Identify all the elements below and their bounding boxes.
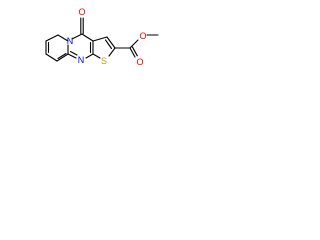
atom-label-oxygen: O	[139, 31, 146, 41]
bond	[67, 53, 77, 59]
bond	[45, 53, 58, 62]
atom-label-sulfur: S	[101, 56, 107, 66]
bond	[85, 53, 94, 59]
bond	[108, 47, 116, 57]
atom-label-nitrogen: N	[78, 55, 85, 65]
pyrimidinone-ring	[67, 17, 94, 59]
bond	[69, 50, 78, 56]
bond	[92, 36, 108, 42]
bond	[106, 36, 116, 49]
atom-label-oxygen: O	[78, 7, 85, 17]
bond	[104, 39, 113, 50]
bond	[129, 39, 139, 49]
bond	[45, 34, 59, 42]
bond	[81, 33, 94, 42]
bond	[129, 47, 136, 58]
thiophene-ring	[92, 36, 116, 59]
bond	[57, 52, 67, 60]
bond	[57, 34, 69, 42]
molecule-structure: O N N S O O	[45, 7, 159, 67]
bond	[71, 33, 83, 40]
bond	[56, 53, 69, 62]
ester-group	[114, 34, 159, 58]
pyridine-ring	[45, 34, 69, 62]
bond	[92, 53, 101, 59]
bond	[131, 46, 138, 57]
atom-label-nitrogen: N	[67, 36, 74, 46]
atom-label-oxygen: O	[136, 57, 143, 67]
